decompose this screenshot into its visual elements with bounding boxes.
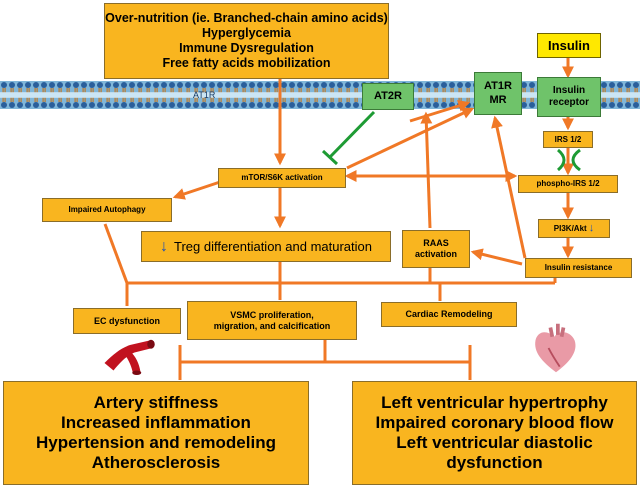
insulin-receptor: Insulin receptor	[537, 77, 601, 117]
pi3k-akt-label: PI3K/Akt	[553, 223, 587, 233]
at2r-receptor: AT2R	[362, 83, 414, 110]
impaired-autophagy-label: Impaired Autophagy	[68, 205, 146, 215]
cardiac-remodeling-label: Cardiac Remodeling	[405, 309, 493, 320]
insulin-resistance-box: Insulin resistance	[525, 258, 632, 278]
insulin-box: Insulin	[537, 33, 601, 58]
insulin-label: Insulin	[548, 37, 590, 53]
nutrition-line-1: Over-nutrition (ie. Branched-chain amino…	[105, 11, 388, 25]
nutrition-line-2: Hyperglycemia	[202, 26, 291, 40]
mtor-activation-box: mTOR/S6K activation	[218, 168, 346, 188]
vsmc-box: VSMC proliferation, migration, and calci…	[187, 301, 357, 340]
cardiac-outcome-3: Left ventricular diastolic	[396, 433, 593, 452]
vascular-outcome-3: Hypertension and remodeling	[36, 433, 276, 452]
mr-label: MR	[489, 93, 507, 106]
pi3k-akt-box: PI3K/Akt ↓	[538, 219, 610, 238]
artery-icon	[104, 339, 155, 375]
vascular-outcome-1: Artery stiffness	[93, 392, 219, 412]
cardiac-outcome-4: dysfunction	[446, 453, 543, 473]
raas-line-1: RAAS	[423, 238, 449, 249]
ec-dysfunction-box: EC dysfunction	[73, 308, 181, 334]
nutrition-line-4: Free fatty acids mobilization	[162, 56, 331, 70]
at1r-label: AT1R	[484, 80, 512, 93]
vascular-outcome-4: Atherosclerosis	[91, 453, 221, 473]
insulin-receptor-line-1: Insulin	[552, 85, 586, 96]
cardiac-remodeling-box: Cardiac Remodeling	[381, 302, 517, 327]
vascular-outcomes-box: Artery stiffness Increased inflammation …	[3, 381, 309, 485]
irs-box: IRS 1/2	[543, 131, 593, 148]
heart-icon	[535, 323, 576, 373]
cardiac-outcome-1: Left ventricular hypertrophy	[381, 392, 608, 412]
at2r-label: AT2R	[374, 89, 402, 102]
vsmc-line-2: migration, and calcification	[213, 320, 331, 331]
cardiac-outcomes-box: Left ventricular hypertrophy Impaired co…	[352, 381, 637, 485]
membrane-label: AT1R	[193, 90, 216, 100]
vsmc-line-1: VSMC proliferation,	[230, 309, 314, 320]
cardiac-outcome-2: Impaired coronary blood flow	[375, 412, 614, 432]
irs-label: IRS 1/2	[554, 134, 582, 144]
treg-box: ↓ Treg differentiation and maturation	[141, 231, 391, 262]
cell-membrane	[0, 81, 640, 109]
at1r-mr-receptor: AT1R MR	[474, 72, 522, 115]
ec-dysfunction-label: EC dysfunction	[93, 315, 160, 326]
raas-activation-box: RAAS activation	[402, 230, 470, 268]
nutrition-line-3: Immune Dysregulation	[179, 41, 314, 55]
insulin-resistance-label: Insulin resistance	[544, 263, 613, 273]
treg-label: Treg differentiation and maturation	[173, 238, 372, 254]
nutritional-stress-box: Over-nutrition (ie. Branched-chain amino…	[104, 3, 389, 79]
phospho-irs-box: phospho-IRS 1/2	[518, 175, 618, 193]
down-arrow-icon: ↓	[159, 237, 168, 255]
raas-line-2: activation	[414, 249, 457, 259]
mtor-label: mTOR/S6K activation	[241, 173, 323, 183]
down-arrow-icon: ↓	[588, 221, 595, 234]
impaired-autophagy-box: Impaired Autophagy	[42, 198, 172, 222]
insulin-receptor-line-2: receptor	[548, 97, 589, 108]
phospho-irs-label: phospho-IRS 1/2	[536, 179, 600, 189]
vascular-outcome-2: Increased inflammation	[61, 412, 251, 432]
